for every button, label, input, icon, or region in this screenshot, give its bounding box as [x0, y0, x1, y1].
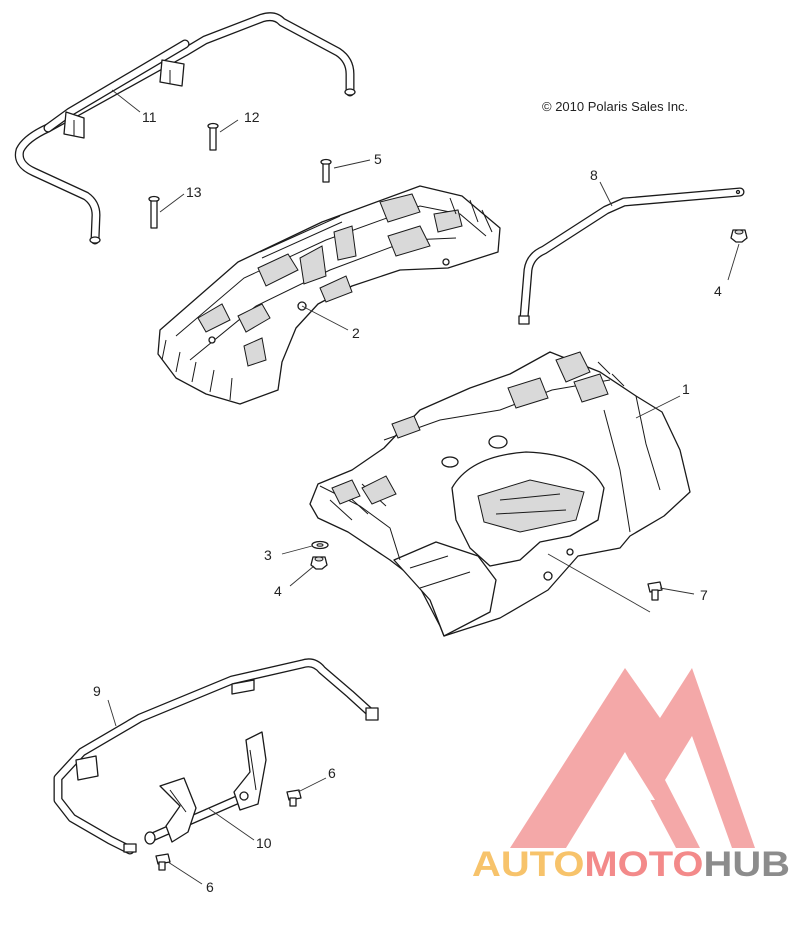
callout-4-lower: 4 — [274, 583, 282, 599]
screw-part-7 — [647, 581, 663, 601]
washer-part-3 — [311, 540, 329, 550]
bolt-part-6-upper — [286, 789, 302, 807]
watermark-auto: AUTO — [472, 845, 584, 884]
callout-6-lower: 6 — [206, 879, 214, 895]
rack-rail-part-11 — [14, 12, 356, 245]
callout-6-upper: 6 — [328, 765, 336, 781]
callout-13: 13 — [186, 184, 202, 200]
bolt-part-13 — [148, 195, 160, 229]
watermark-hub: HUB — [703, 845, 790, 884]
leader-lines — [107, 89, 740, 885]
callout-4-upper: 4 — [714, 283, 722, 299]
bumper-frame-part-9 — [53, 658, 379, 855]
callout-2: 2 — [352, 325, 360, 341]
side-bar-part-8 — [518, 187, 745, 325]
rear-fender-part-1 — [309, 351, 691, 637]
callout-9: 9 — [93, 683, 101, 699]
bolt-part-6-lower — [155, 853, 171, 871]
nut-part-4-upper — [730, 229, 748, 243]
callout-1: 1 — [682, 381, 690, 397]
copyright-text: © 2010 Polaris Sales Inc. — [542, 99, 688, 114]
bolt-part-12 — [207, 122, 219, 151]
callout-8: 8 — [590, 167, 598, 183]
watermark-moto: MOTO — [584, 845, 703, 884]
watermark-logo — [510, 668, 755, 848]
callout-7: 7 — [700, 587, 708, 603]
callout-10: 10 — [256, 835, 272, 851]
callout-3: 3 — [264, 547, 272, 563]
nut-part-4-lower — [310, 556, 328, 570]
callout-5: 5 — [374, 151, 382, 167]
bolt-part-5 — [320, 158, 332, 183]
callout-12: 12 — [244, 109, 260, 125]
callout-11: 11 — [142, 109, 157, 125]
rack-platform-part-2 — [157, 185, 501, 405]
bracket-part-10 — [144, 731, 267, 845]
